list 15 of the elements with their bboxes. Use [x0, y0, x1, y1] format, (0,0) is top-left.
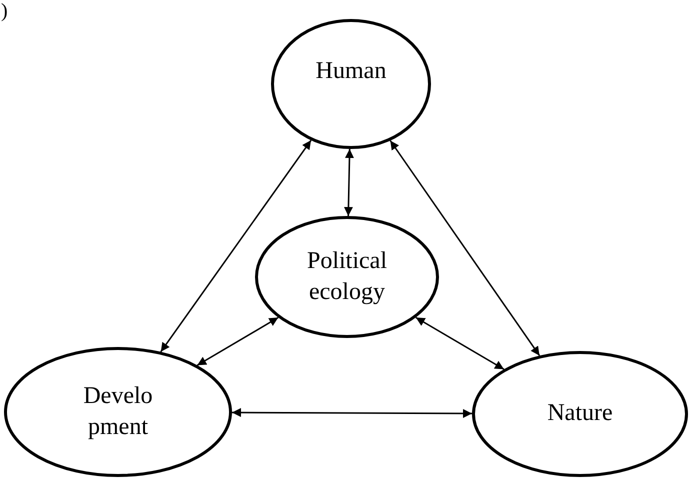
- double-arrow: [415, 316, 504, 370]
- node-label: Political ecology: [306, 246, 388, 307]
- node-label: Develo pment: [82, 382, 154, 442]
- double-arrow: [160, 140, 312, 352]
- ellipse-node: [472, 351, 688, 477]
- double-arrow: [196, 316, 279, 366]
- ellipse-node: [255, 216, 439, 338]
- ellipse-node: [4, 347, 232, 477]
- double-arrow: [344, 148, 354, 216]
- ellipse-node: [271, 19, 431, 149]
- node-label: Nature: [547, 399, 613, 428]
- double-arrow: [390, 140, 540, 356]
- node-label: Human: [316, 57, 386, 86]
- double-arrow: [232, 408, 472, 418]
- panel-label: ): [1, 0, 8, 22]
